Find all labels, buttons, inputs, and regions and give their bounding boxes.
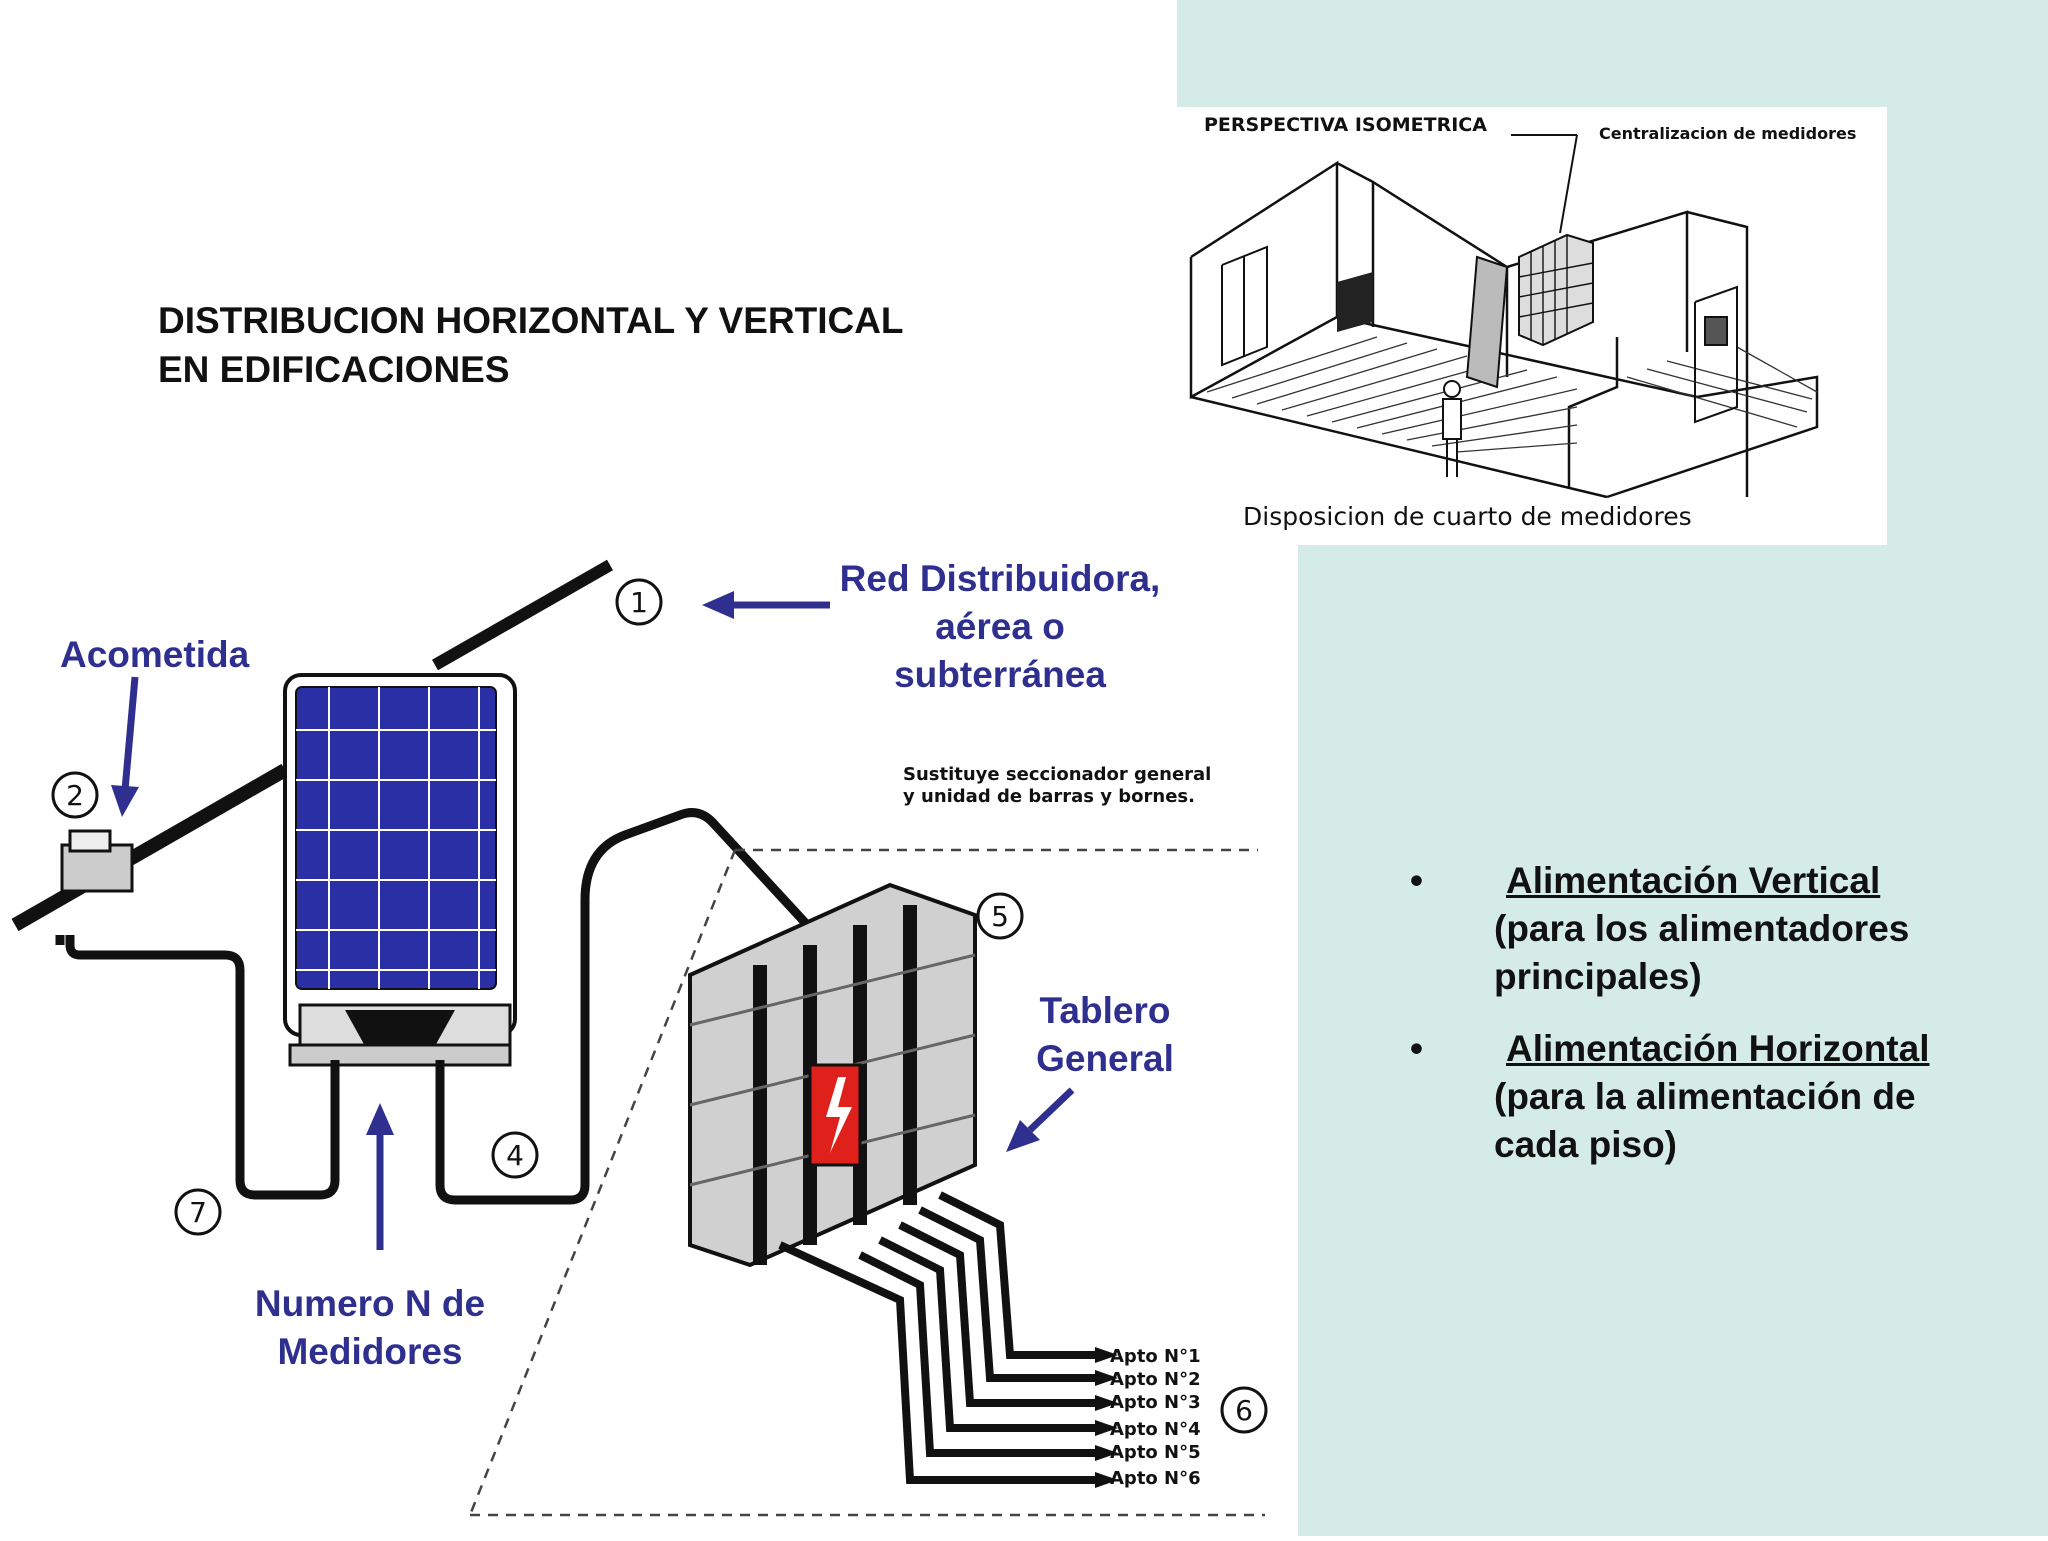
service-clamp xyxy=(60,829,134,893)
apto-label: Apto N°2 xyxy=(1110,1369,1201,1390)
apto-label: Apto N°3 xyxy=(1110,1392,1201,1413)
apartment-feeders xyxy=(778,1191,1095,1484)
warning-sign xyxy=(808,1063,862,1167)
number-2: 2 xyxy=(66,779,84,812)
meter-box xyxy=(283,673,517,1067)
label-tablero-line-2: General xyxy=(1036,1038,1174,1079)
iso-caption: Disposicion de cuarto de medidores xyxy=(1243,502,1692,531)
meter-cabinet xyxy=(1518,233,1594,347)
arrow-tablero xyxy=(1006,1120,1040,1152)
floor-hatch xyxy=(1206,336,1818,453)
bullet-dot: • xyxy=(1410,860,1423,901)
note-line-2: y unidad de barras y bornes. xyxy=(903,786,1195,807)
right-background-lower xyxy=(1298,545,2048,1536)
arrow-medidores xyxy=(366,1103,394,1135)
label-acometida: Acometida xyxy=(60,634,250,675)
bullet-body: (para la alimentación de cada piso) xyxy=(1494,1076,1916,1165)
tablero-enclosure xyxy=(468,848,1265,1517)
title-line-2: EN EDIFICACIONES xyxy=(158,349,510,390)
label-red-distribuidora: Red Distribuidora, aérea o subterránea xyxy=(820,555,1180,699)
apto-labels: Apto N°1 Apto N°2 Apto N°3 Apto N°4 Apto… xyxy=(1110,1346,1201,1489)
bullet-dot: • xyxy=(1410,1028,1423,1069)
number-labels: 1 2 4 5 6 7 xyxy=(66,586,1253,1427)
iso-heading: PERSPECTIVA ISOMETRICA xyxy=(1204,114,1487,136)
page-title: DISTRIBUCION HORIZONTAL Y VERTICAL EN ED… xyxy=(158,296,904,394)
label-tablero-general: Tablero General xyxy=(1020,987,1190,1083)
diagram-svg: Apto N°1 Apto N°2 Apto N°3 Apto N°4 Apto… xyxy=(11,559,1268,1517)
door-left xyxy=(1221,245,1268,367)
apto-label: Apto N°4 xyxy=(1110,1419,1201,1440)
apto-label: Apto N°5 xyxy=(1110,1442,1201,1463)
label-medidores-line-2: Medidores xyxy=(277,1331,463,1372)
bullet-heading: Alimentación Vertical xyxy=(1506,860,1881,901)
network-cable xyxy=(432,559,613,671)
title-line-1: DISTRIBUCION HORIZONTAL Y VERTICAL xyxy=(158,300,904,341)
iso-callout: Centralizacion de medidores xyxy=(1599,124,1856,143)
number-circles xyxy=(51,578,1268,1434)
wiring xyxy=(55,808,839,1205)
number-1: 1 xyxy=(630,586,648,619)
label-tablero-line-1: Tablero xyxy=(1039,990,1171,1031)
label-medidores-line-1: Numero N de xyxy=(254,1283,486,1324)
callout-arrows xyxy=(111,591,1075,1250)
general-panel xyxy=(688,882,977,1268)
note-line-1: Sustituye seccionador general xyxy=(903,764,1211,785)
bullet-list: • Alimentación Vertical (para los alimen… xyxy=(1410,857,2010,1193)
lightning-icon xyxy=(826,1077,852,1153)
arrow-acometida xyxy=(111,785,139,817)
service-cable xyxy=(11,763,289,932)
apto-label: Apto N°1 xyxy=(1110,1346,1201,1367)
label-red-line-1: Red Distribuidora, xyxy=(839,558,1161,599)
bullet-body: (para los alimentadores principales) xyxy=(1494,908,1910,997)
number-4: 4 xyxy=(506,1139,524,1172)
feeder-arrowheads xyxy=(1095,1347,1118,1488)
distribution-diagram: Apto N°1 Apto N°2 Apto N°3 Apto N°4 Apto… xyxy=(0,545,1298,1536)
wall-section xyxy=(1465,255,1509,389)
person-figure xyxy=(1442,380,1462,477)
isometric-drawing: PERSPECTIVA ISOMETRICA Centralizacion de… xyxy=(1177,107,1887,545)
isometric-svg: PERSPECTIVA ISOMETRICA Centralizacion de… xyxy=(1189,114,1856,531)
apto-label: Apto N°6 xyxy=(1110,1468,1201,1489)
number-5: 5 xyxy=(991,900,1009,933)
number-6: 6 xyxy=(1235,1394,1253,1427)
wall-panel xyxy=(1337,272,1373,332)
label-red-line-3: subterránea xyxy=(894,654,1106,695)
bullet-item: • Alimentación Vertical (para los alimen… xyxy=(1410,857,2010,1001)
bullet-item: • Alimentación Horizontal (para la alime… xyxy=(1410,1025,2010,1169)
label-red-line-2: aérea o xyxy=(935,606,1065,647)
bullet-heading: Alimentación Horizontal xyxy=(1506,1028,1930,1069)
door-right xyxy=(1694,285,1738,424)
arrow-red-distribuidora xyxy=(702,591,734,619)
label-numero-medidores: Numero N de Medidores xyxy=(220,1280,520,1376)
number-7: 7 xyxy=(189,1196,207,1229)
